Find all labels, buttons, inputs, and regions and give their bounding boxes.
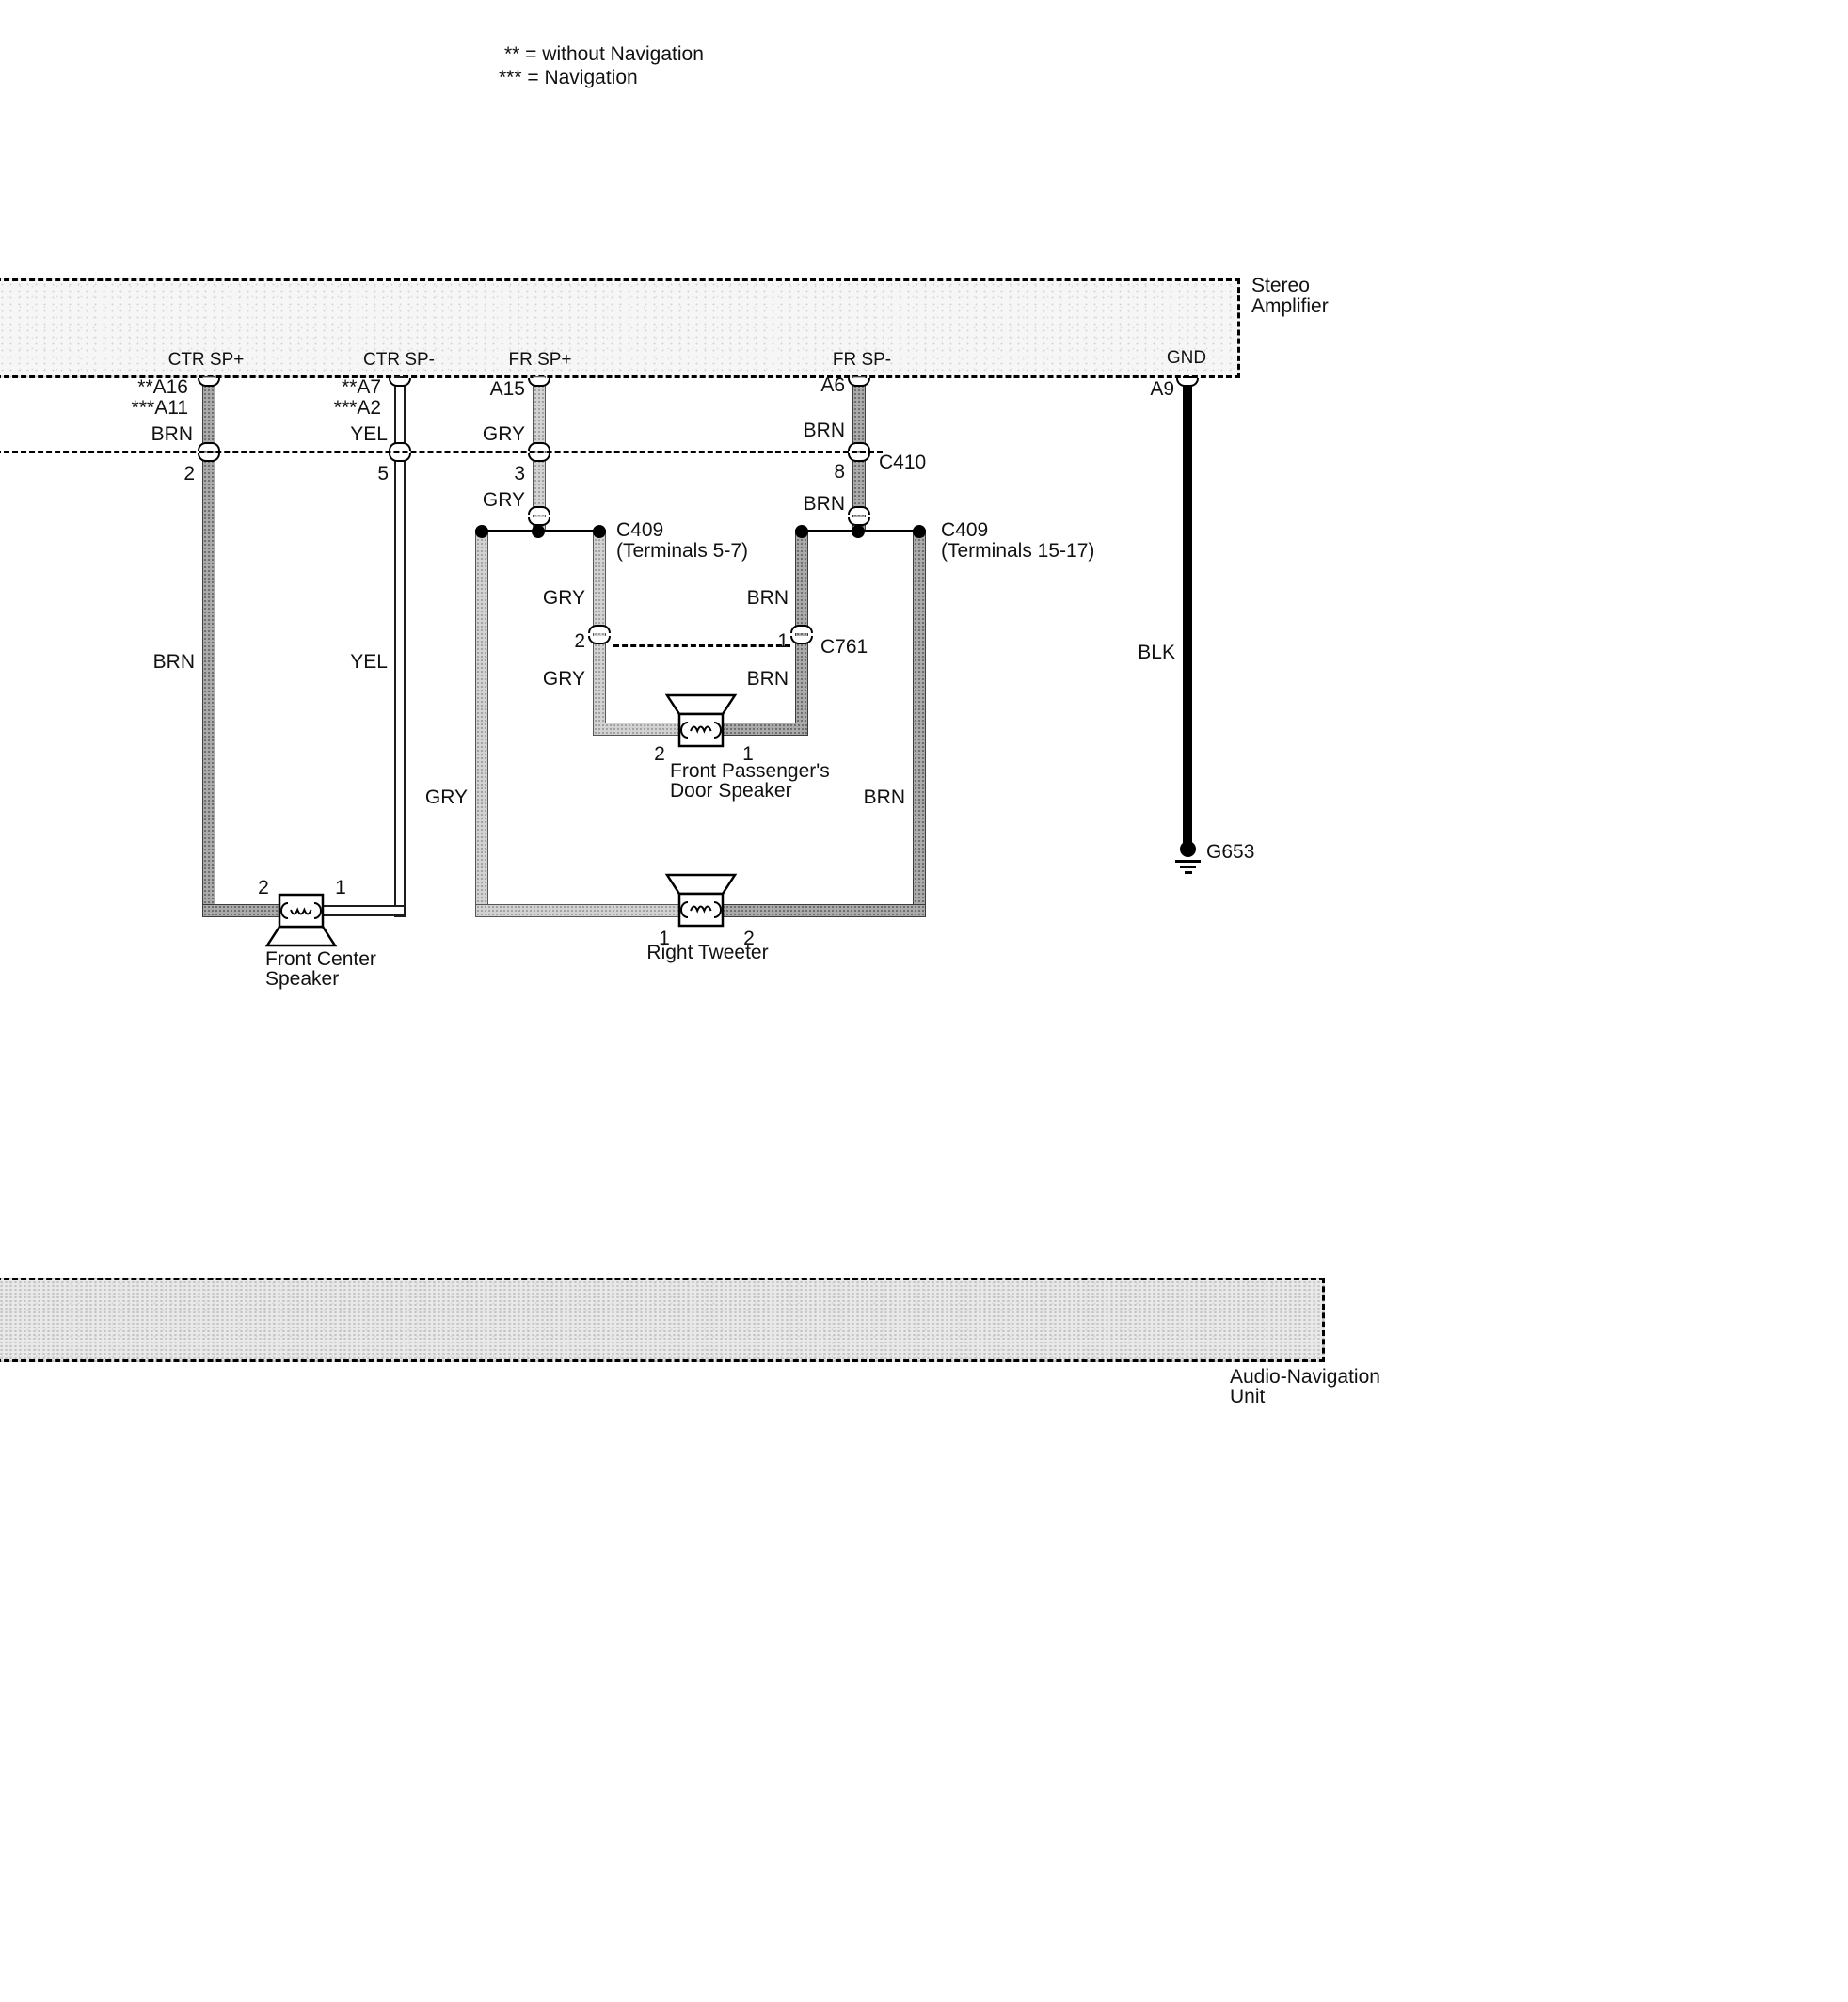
c410-pin-fr-sp-minus: 8 [834, 461, 845, 483]
c410-break-icon [197, 442, 221, 462]
audio-navigation-unit-box [0, 1278, 1325, 1362]
ground-id-label: G653 [1206, 841, 1255, 863]
junction-dot [852, 525, 865, 538]
stereo-amplifier-box [0, 278, 1240, 378]
front-center-speaker [263, 891, 339, 947]
c761-pin-brn: 1 [777, 630, 789, 652]
c410-pin-fr-sp-plus: 3 [514, 463, 525, 485]
c761-break-icon [587, 625, 612, 644]
pin-header-fr-sp-minus: FR SP- [832, 350, 892, 370]
wire-brn-to-tweeter [721, 904, 926, 917]
wire-color-label-brn: BRN [803, 420, 845, 441]
stereo-amplifier-label-line2: Amplifier [1251, 295, 1329, 317]
wire-color-label-blk: BLK [1138, 642, 1175, 663]
wire-color-label-gry: GRY [482, 423, 525, 445]
c409-right-label: C409 [941, 519, 989, 541]
wire-gry-to-tweeter [475, 904, 684, 917]
wire-yel-ctr-sp-minus [394, 376, 406, 917]
right-tweeter-speaker [665, 873, 737, 928]
ground-symbol-line [1175, 860, 1201, 863]
door-speaker-label-line1: Front Passenger's [670, 760, 830, 782]
junction-dot [475, 525, 488, 538]
pin-id-gnd: A9 [1150, 378, 1174, 400]
pin-id-ctr-sp-minus-nav: ***A2 [333, 397, 381, 419]
wire-brn-branch-tweeter [913, 530, 926, 917]
wire-gry-branch-tweeter [475, 530, 488, 917]
c761-label: C761 [820, 636, 868, 658]
c409-left-label: C409 [616, 519, 664, 541]
junction-feed-break-icon [847, 506, 871, 526]
junction-dot [913, 525, 926, 538]
wire-color-label-yel: YEL [350, 651, 388, 673]
c410-break-icon [847, 442, 871, 462]
junction-dot [795, 525, 808, 538]
c410-label: C410 [879, 452, 927, 473]
wire-color-label-brn: BRN [863, 786, 905, 808]
c761-connector-line [613, 644, 790, 647]
center-speaker-pin-left: 2 [258, 877, 269, 898]
wire-color-label-brn: BRN [746, 587, 789, 609]
c410-connector-line [0, 451, 883, 453]
wire-color-label-brn: BRN [152, 651, 195, 673]
ground-symbol-line [1185, 871, 1192, 874]
wire-color-label-yel: YEL [350, 423, 388, 445]
audio-navigation-unit-label-line1: Audio-Navigation [1230, 1366, 1380, 1388]
c761-pin-gry: 2 [574, 630, 585, 652]
audio-navigation-unit-label-line2: Unit [1230, 1386, 1266, 1407]
wire-brn-to-door-speaker [721, 723, 808, 736]
ground-symbol-line [1180, 866, 1196, 868]
pin-header-gnd: GND [1166, 348, 1207, 368]
c409-right-detail: (Terminals 15-17) [941, 540, 1095, 562]
wire-color-label-brn: BRN [803, 493, 845, 515]
c410-break-icon [527, 442, 551, 462]
pin-id-ctr-sp-plus-without-nav: **A16 [137, 376, 188, 398]
center-speaker-label-line1: Front Center [265, 948, 376, 970]
wire-blk-ground [1183, 376, 1192, 847]
center-speaker-pin-right: 1 [335, 877, 346, 898]
amp-pin-connector-icon [198, 378, 220, 387]
amp-pin-connector-icon [389, 378, 411, 387]
wire-color-label-gry: GRY [482, 489, 525, 511]
stereo-amplifier-label-line1: Stereo [1251, 275, 1310, 296]
junction-feed-break-icon [527, 506, 551, 526]
pin-id-fr-sp-minus: A6 [820, 374, 845, 396]
amp-pin-connector-icon [528, 378, 550, 387]
door-speaker-pin-right: 1 [742, 743, 754, 765]
legend-navigation: *** = Navigation [499, 67, 638, 88]
front-center-speaker-symbol [265, 893, 337, 947]
pin-header-ctr-sp-plus: CTR SP+ [167, 350, 245, 370]
door-speaker-label-line2: Door Speaker [670, 780, 792, 802]
ground-dot-icon [1180, 841, 1196, 857]
wire-color-label-gry: GRY [542, 668, 585, 690]
wire-color-label-brn: BRN [151, 423, 193, 445]
pin-header-fr-sp-plus: FR SP+ [508, 350, 572, 370]
tweeter-pin-right: 2 [743, 928, 755, 949]
c410-break-icon [388, 442, 412, 462]
front-passenger-door-speaker [665, 693, 737, 748]
pin-id-ctr-sp-plus-nav: ***A11 [131, 397, 188, 419]
center-speaker-label-line2: Speaker [265, 968, 340, 990]
c761-break-icon [789, 625, 814, 644]
wire-brn-to-center-speaker [202, 904, 283, 917]
tweeter-pin-left: 1 [659, 928, 670, 949]
amp-pin-connector-icon [848, 378, 870, 387]
pin-id-ctr-sp-minus-without-nav: **A7 [341, 376, 381, 398]
legend-without-navigation: ** = without Navigation [504, 43, 704, 65]
pin-id-fr-sp-plus: A15 [489, 378, 525, 400]
amp-pin-connector-icon [1176, 378, 1199, 387]
c409-left-detail: (Terminals 5-7) [616, 540, 749, 562]
wire-color-label-gry: GRY [542, 587, 585, 609]
door-speaker-pin-left: 2 [654, 743, 665, 765]
junction-dot [532, 525, 545, 538]
wire-color-label-gry: GRY [424, 786, 468, 808]
wire-color-label-brn: BRN [746, 668, 789, 690]
c410-pin-ctr-sp-plus: 2 [183, 463, 195, 485]
tweeter-label: Right Tweeter [646, 942, 769, 963]
junction-dot [593, 525, 606, 538]
pin-header-ctr-sp-minus: CTR SP- [363, 350, 435, 370]
c410-pin-ctr-sp-minus: 5 [377, 463, 389, 485]
